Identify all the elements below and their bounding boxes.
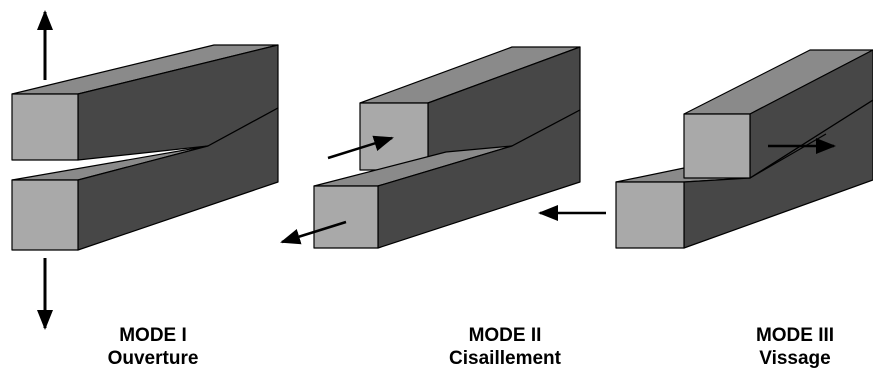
mode-1-title: MODE I — [119, 325, 187, 346]
mode-2-arrow-lower-block — [280, 220, 347, 245]
mode-1-subtitle: Ouverture — [107, 348, 199, 369]
mode-2-upper-front-face — [359, 102, 429, 171]
mode-2-caption: MODE II Cisaillement — [410, 324, 600, 370]
mode-1-lower-front-face — [11, 179, 79, 251]
mode-2-subtitle: Cisaillement — [449, 348, 561, 369]
mode-2-specimen — [313, 46, 581, 249]
mode-3-caption: MODE III Vissage — [720, 324, 870, 370]
mode-3-crack-line — [749, 133, 827, 179]
mode-2-arrow-upper-block — [327, 135, 394, 160]
mode-1-specimen — [11, 44, 279, 251]
mode-2-title: MODE II — [468, 325, 542, 346]
mode-3-title: MODE III — [755, 325, 835, 346]
mode-3-lower-front-face — [615, 181, 685, 249]
mode-3-subtitle: Vissage — [759, 348, 831, 369]
mode-3-specimen — [615, 49, 873, 249]
mode-1-caption: MODE I Ouverture — [68, 324, 238, 370]
mode-2-lower-front-face — [313, 185, 379, 249]
mode-3-upper-front-face — [683, 113, 751, 179]
mode-1-upper-front-face — [11, 93, 79, 161]
